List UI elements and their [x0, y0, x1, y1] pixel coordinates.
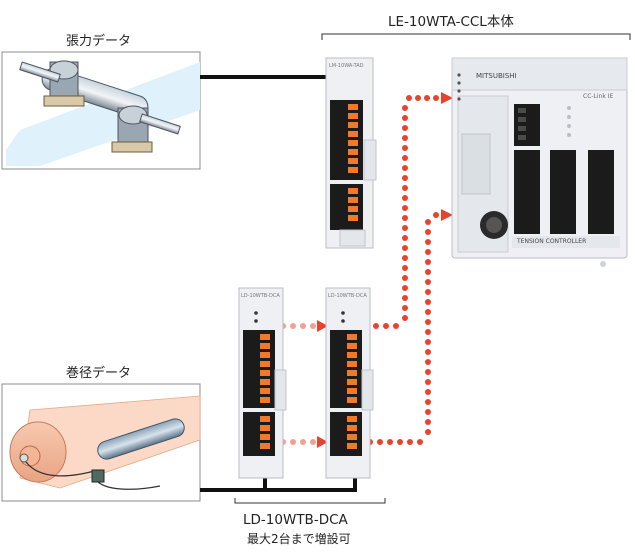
- brand-print: MITSUBISHI: [476, 72, 517, 80]
- signal-arrow-3: [317, 320, 328, 332]
- tension-module-print: LM-10WA-TAD: [329, 63, 364, 69]
- main-unit-bracket: [321, 33, 631, 40]
- signal-arrow-4: [317, 436, 328, 448]
- cclink-logo: CC-Link IE: [583, 93, 614, 100]
- tension-module: [325, 57, 377, 249]
- main-unit-label: LE-10WTA-CCL本体: [388, 14, 514, 30]
- tension-data-panel: [1, 51, 201, 170]
- winding-data-label: 巻径データ: [66, 366, 132, 381]
- signal-arrow-1: [441, 92, 453, 104]
- expansion-note-label: 最大2台まで増設可: [247, 532, 351, 546]
- expansion-1-print: LD-10WTB-DCA: [241, 293, 280, 299]
- tension-roller-icon: [19, 60, 181, 153]
- signal-dots: [363, 95, 448, 445]
- signal-dots-faded: [280, 323, 316, 445]
- winding-data-panel: [1, 383, 201, 502]
- expansion-module-1: [238, 287, 287, 479]
- expansion-bracket: [234, 498, 386, 504]
- expansion-2-print: LD-10WTB-DCA: [328, 293, 367, 299]
- cable-tension-to-module: [200, 75, 347, 101]
- winding-roll-icon: [9, 418, 185, 490]
- signal-arrow-2: [441, 209, 453, 221]
- main-unit: [451, 57, 628, 267]
- panel-print: TENSION CONTROLLER: [517, 238, 587, 245]
- expansion-module-2: [325, 287, 374, 479]
- expansion-model-label: LD-10WTB-DCA: [243, 512, 348, 528]
- tension-data-label: 張力データ: [66, 34, 132, 49]
